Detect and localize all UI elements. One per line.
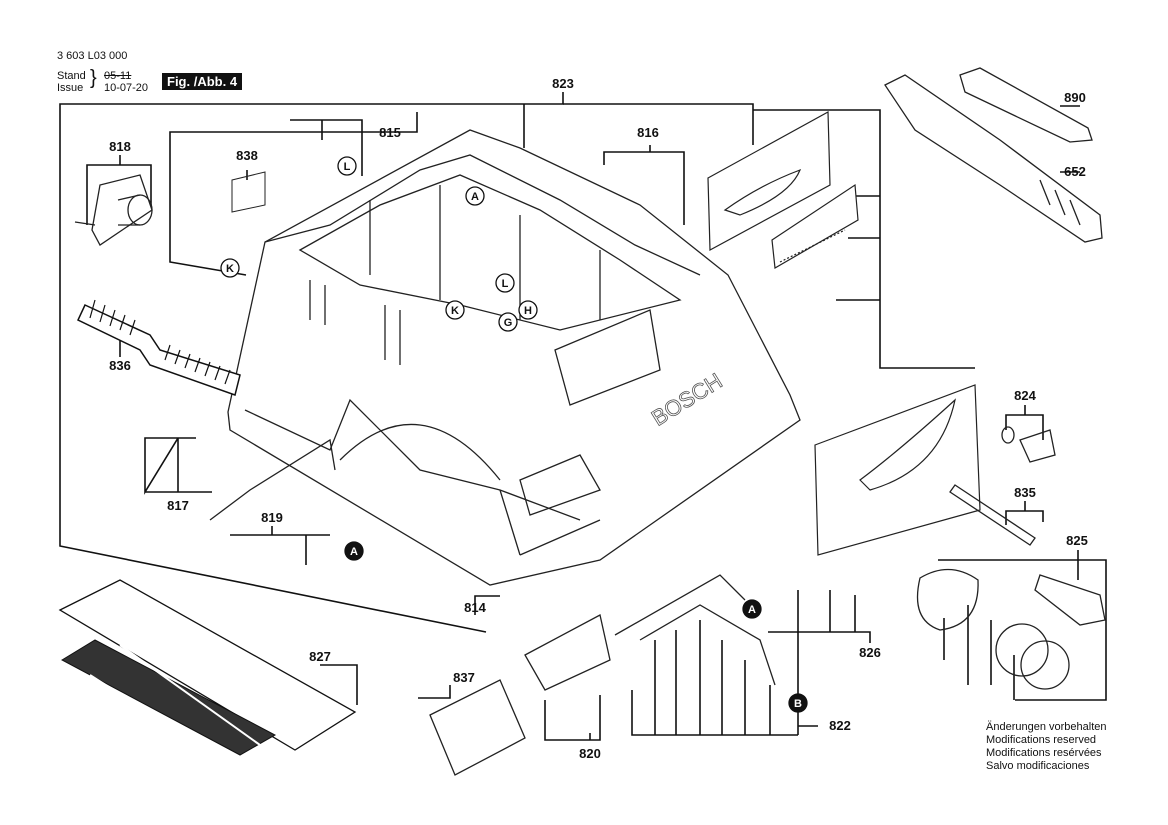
svg-text:A: A bbox=[350, 546, 358, 558]
push-sticks bbox=[884, 67, 1103, 243]
dust-adapter bbox=[74, 174, 153, 246]
part-label-815: 815 bbox=[379, 125, 401, 140]
svg-text:A: A bbox=[471, 191, 479, 203]
figure-label: Fig. /Abb. 4 bbox=[162, 73, 243, 90]
marker-k: K bbox=[445, 300, 465, 320]
brace-icon: } bbox=[90, 67, 97, 89]
part-label-827: 827 bbox=[309, 649, 331, 664]
marker-k: K bbox=[220, 258, 240, 278]
leader-lines bbox=[59, 92, 1107, 741]
marker-a: A bbox=[344, 541, 364, 561]
marker-g: G bbox=[498, 312, 518, 332]
saw-housing bbox=[227, 129, 801, 586]
svg-text:A: A bbox=[748, 604, 756, 616]
svg-text:K: K bbox=[226, 263, 234, 275]
switch-and-cables bbox=[209, 438, 776, 776]
marker-l: L bbox=[495, 273, 515, 293]
blade-insert bbox=[707, 111, 859, 269]
svg-text:B: B bbox=[794, 698, 802, 710]
part-label-817: 817 bbox=[167, 498, 189, 513]
part-label-820: 820 bbox=[579, 746, 601, 761]
part-label-819: 819 bbox=[261, 510, 283, 525]
part-label-836: 836 bbox=[109, 358, 131, 373]
brand-mark: BOSCH bbox=[647, 368, 727, 431]
dust-hose bbox=[77, 299, 241, 396]
part-label-837: 837 bbox=[453, 670, 475, 685]
part-number-labels: 823 815 816 818 838 836 890 652 824 835 825 826 817 8… bbox=[109, 76, 1088, 761]
part-label-818: 818 bbox=[109, 139, 131, 154]
circled-markers: A L L K K HG A A B bbox=[220, 156, 808, 713]
marker-a: A bbox=[742, 599, 762, 619]
issue-label: Issue bbox=[57, 82, 84, 94]
marker-a: A bbox=[465, 186, 485, 206]
part-label-826: 826 bbox=[859, 645, 881, 660]
part-label-835: 835 bbox=[1014, 485, 1036, 500]
svg-text:G: G bbox=[504, 317, 513, 329]
part-label-814: 814 bbox=[464, 600, 486, 615]
part-label-838: 838 bbox=[236, 148, 258, 163]
part-label-890: 890 bbox=[1064, 90, 1086, 105]
part-label-822: 822 bbox=[829, 718, 851, 733]
part-label-825: 825 bbox=[1066, 533, 1088, 548]
document-number: 3 603 L03 000 bbox=[57, 50, 128, 62]
marker-h: H bbox=[518, 300, 538, 320]
modifications-line: Änderungen vorbehalten bbox=[986, 721, 1107, 733]
marker-l: L bbox=[337, 156, 357, 176]
stand-label: Stand bbox=[57, 70, 86, 82]
part-label-823: 823 bbox=[552, 76, 574, 91]
table-grid bbox=[58, 579, 357, 756]
svg-text:L: L bbox=[344, 161, 351, 173]
insert-plate bbox=[814, 384, 981, 556]
modifications-line: Modifications resérvées bbox=[986, 747, 1102, 759]
part-label-652: 652 bbox=[1064, 164, 1086, 179]
stand-value: 05-11 bbox=[104, 70, 132, 82]
label-plate-838 bbox=[231, 171, 266, 213]
part-label-824: 824 bbox=[1014, 388, 1036, 403]
marker-b: B bbox=[788, 693, 808, 713]
modifications-notice: Änderungen vorbehalten Modifications res… bbox=[986, 721, 1106, 773]
svg-text:H: H bbox=[524, 305, 532, 317]
part-label-816: 816 bbox=[637, 125, 659, 140]
svg-text:K: K bbox=[451, 305, 459, 317]
modifications-line: Salvo modificaciones bbox=[986, 760, 1090, 772]
issue-value: 10-07-20 bbox=[104, 82, 149, 94]
svg-text:L: L bbox=[502, 278, 509, 290]
modifications-line: Modifications reserved bbox=[986, 734, 1097, 746]
knobs-and-rod bbox=[916, 426, 1106, 690]
